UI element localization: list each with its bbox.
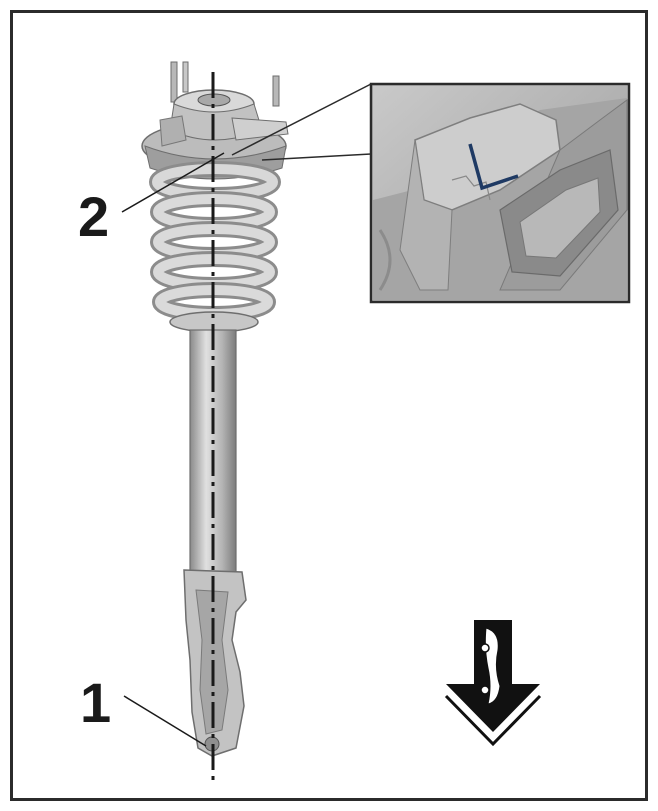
callout-2-leader — [121, 152, 225, 213]
inset-marking-letter-l — [468, 143, 519, 191]
arrow-down-vehicle-front-icon — [444, 620, 542, 747]
callout-2: 2 — [78, 152, 225, 248]
callout-1: 1 — [80, 671, 207, 747]
inset-leader-top — [231, 83, 372, 156]
callout-2-label: 2 — [78, 185, 109, 248]
inset-leader-bottom — [261, 153, 372, 161]
callout-1-leader — [123, 695, 207, 747]
strut-bracket — [183, 569, 247, 757]
callout-1-label: 1 — [80, 671, 111, 734]
coil-spring — [149, 161, 281, 322]
detail-inset — [231, 82, 631, 304]
strut-assembly — [141, 61, 289, 757]
